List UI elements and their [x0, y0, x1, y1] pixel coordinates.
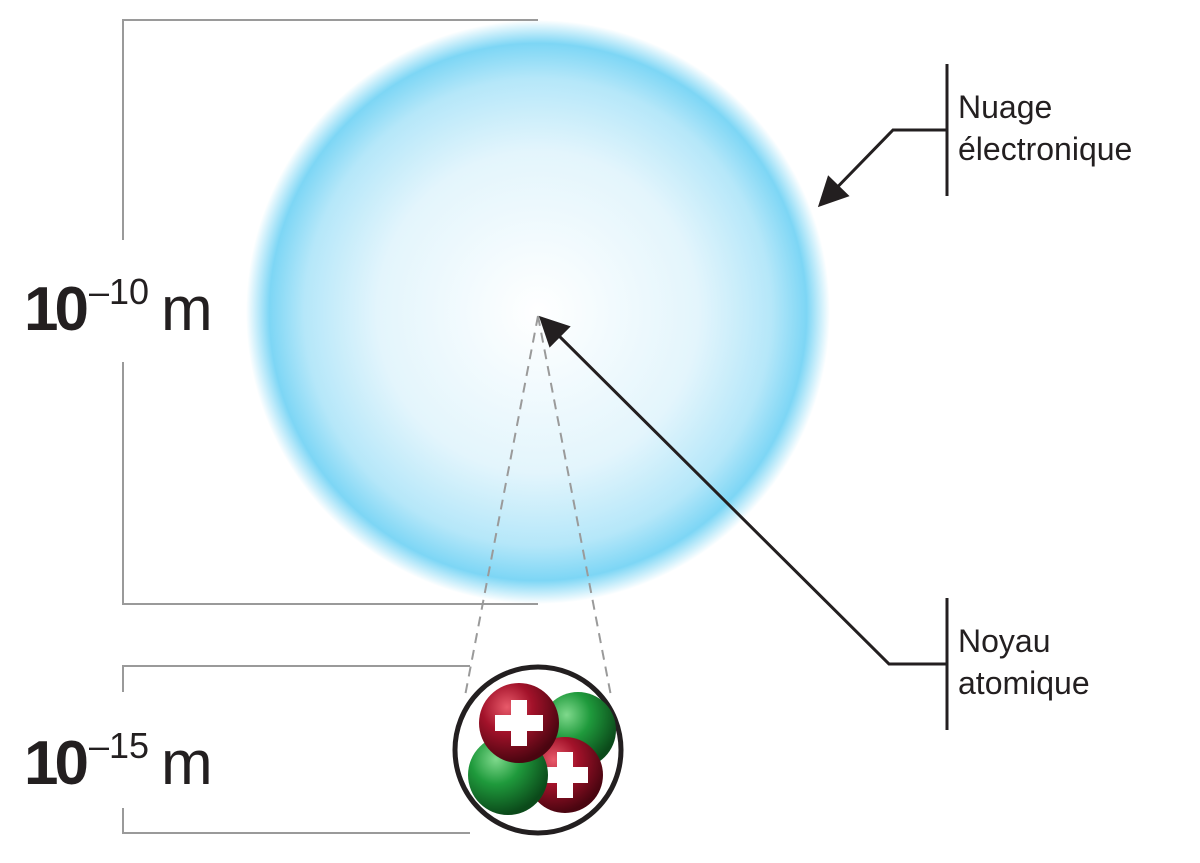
nucleus [468, 683, 616, 815]
nucleus-callout [538, 315, 949, 730]
nucleus-label-line1: Noyau [958, 623, 1051, 659]
proton-upper [479, 683, 559, 763]
atom-scale-label: 10–10 m [24, 274, 213, 341]
atom-scale-unit: m [161, 275, 213, 344]
atom-scale-exponent: –10 [88, 271, 150, 312]
atom-scale-base: 10 [24, 275, 89, 344]
proton-lower [527, 737, 603, 813]
nucleus-scale-bracket [122, 665, 470, 834]
electron-cloud-label: Nuage électronique [958, 86, 1132, 170]
nucleus-scale-label: 10–15 m [24, 728, 213, 795]
electron-cloud-label-line1: Nuage [958, 89, 1053, 125]
nucleus-label: Noyau atomique [958, 620, 1090, 704]
nucleus-scale-unit: m [161, 729, 213, 798]
electron-cloud [246, 20, 830, 604]
zoom-guide-lines [464, 315, 612, 697]
atom-scale-bracket [122, 19, 538, 605]
electron-cloud-label-line2: électronique [958, 131, 1133, 167]
nucleus-label-line2: atomique [958, 665, 1090, 701]
nucleus-scale-exponent: –15 [88, 725, 150, 766]
electron-cloud-callout [817, 64, 949, 208]
nucleus-scale-base: 10 [24, 729, 89, 798]
